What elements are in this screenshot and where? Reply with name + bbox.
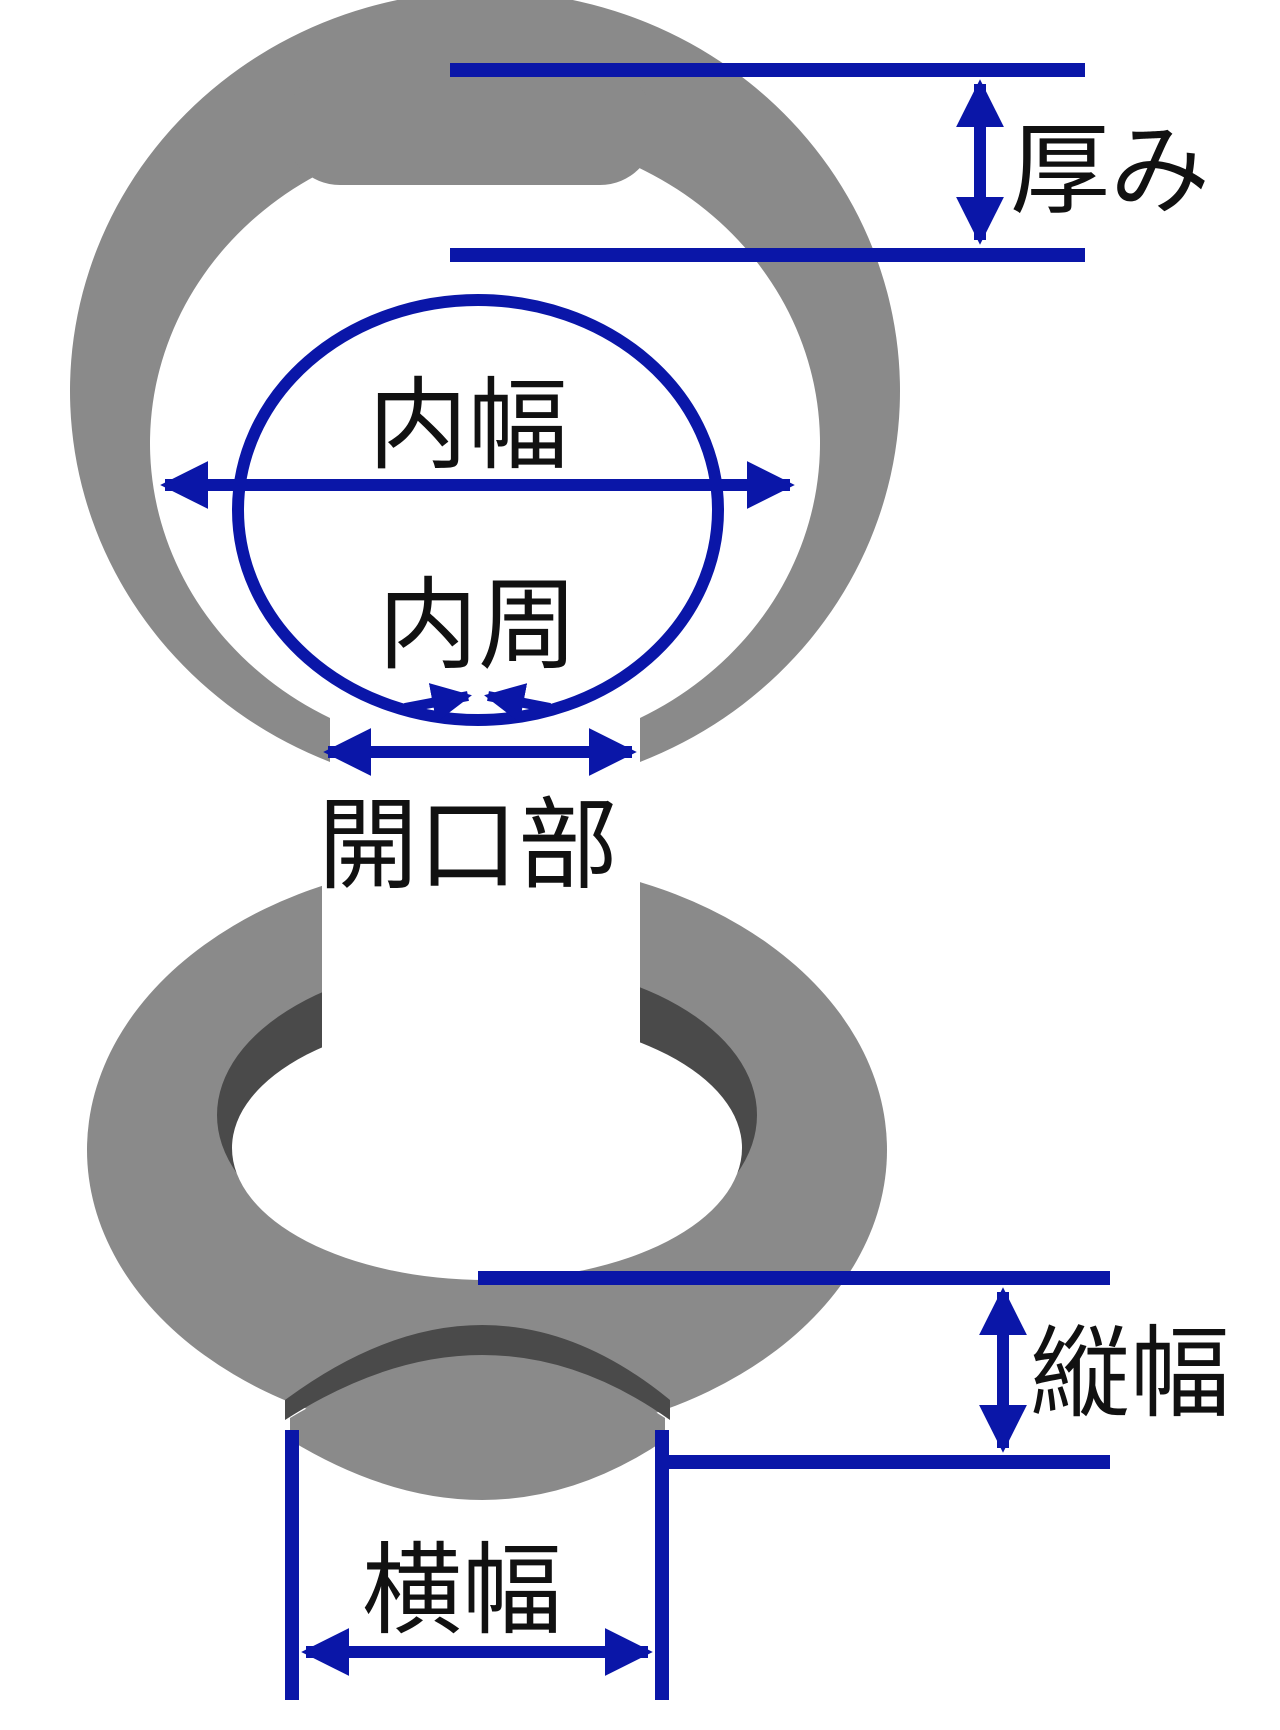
thickness-label: 厚み bbox=[1010, 112, 1210, 229]
horizontal-width-label: 横幅 bbox=[362, 1532, 562, 1649]
vertical-width-label: 縦幅 bbox=[1030, 1315, 1230, 1432]
inner-width-label: 内幅 bbox=[368, 367, 568, 484]
inner-circumference-arrow-right bbox=[484, 683, 551, 723]
ring-front-body bbox=[70, 0, 900, 762]
ring-angled-crown-shadow bbox=[285, 1325, 670, 1420]
ring-angled-view bbox=[87, 860, 887, 1500]
ring-angled-crown bbox=[290, 1359, 665, 1500]
inner-circumference-ellipse bbox=[232, 294, 724, 726]
ring-crown-bump bbox=[285, 70, 655, 185]
ring-angled-opening bbox=[322, 860, 640, 1060]
inner-circumference-label: 内周 bbox=[378, 567, 578, 684]
dimension-labels: 厚み 内幅 内周 開口部 縦幅 横幅 bbox=[318, 112, 1230, 1649]
ring-angled-inner-hole bbox=[232, 1016, 742, 1280]
ring-front-view bbox=[70, 0, 900, 762]
dimension-lines bbox=[160, 63, 1110, 1700]
inner-circumference-arrow-left bbox=[404, 683, 472, 723]
opening-label: 開口部 bbox=[318, 787, 618, 904]
